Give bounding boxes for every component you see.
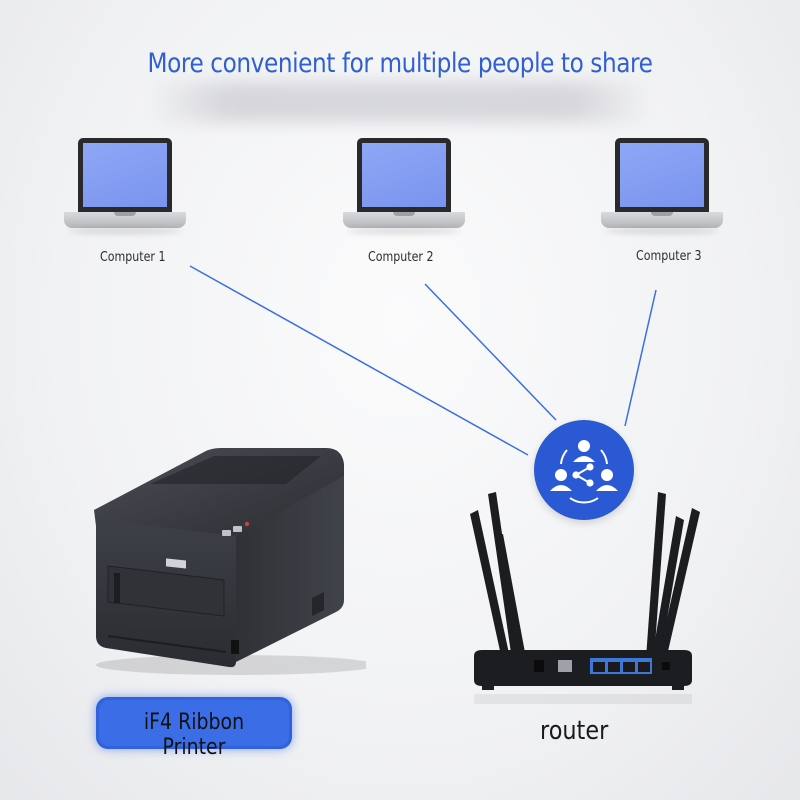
blurred-subtitle [150,82,650,122]
printer-label-text: iF4 Ribbon Printer [143,710,245,760]
laptop-screen [83,143,167,207]
laptop-computer-3 [601,138,723,238]
people-network-share-icon [550,440,618,504]
laptop-screen [362,143,446,207]
line-computer-1 [189,265,529,456]
laptop-computer-2 [343,138,465,238]
computer-3-label: Computer 3 [636,249,702,264]
laptop-screen [620,143,704,207]
headline: More convenient for multiple people to s… [147,48,653,79]
share-badge [534,420,634,520]
router-image [440,480,720,715]
computer-2-label: Computer 2 [368,250,434,265]
line-computer-3 [624,289,657,427]
line-computer-2 [424,283,557,421]
printer-label-badge: iF4 Ribbon Printer [96,697,292,760]
laptop-computer-1 [64,138,186,238]
router-label: router [540,716,609,746]
ribbon-printer-image [86,440,376,685]
computer-1-label: Computer 1 [100,250,166,265]
